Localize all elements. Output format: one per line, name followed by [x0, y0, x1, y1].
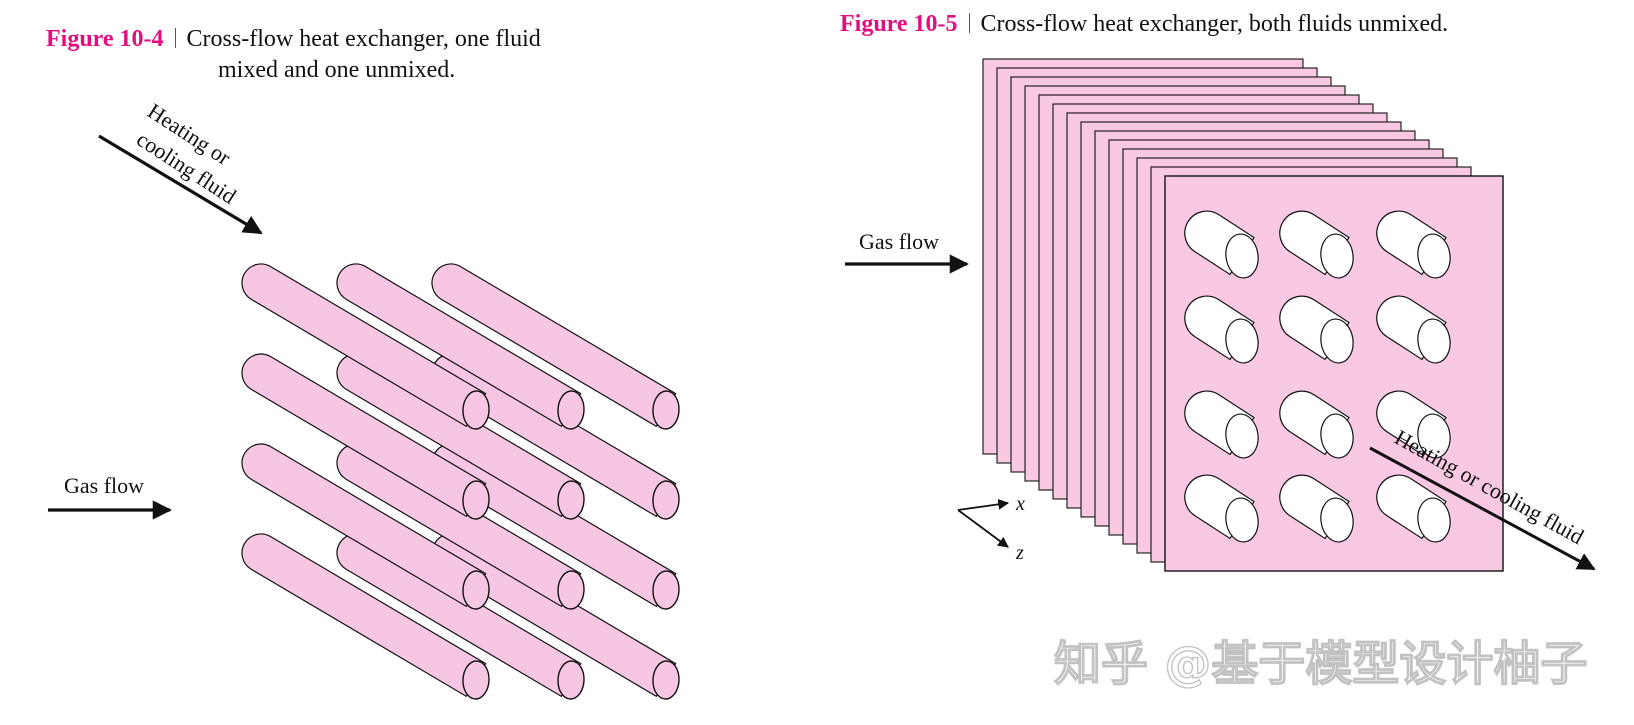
axis-x-arrow	[957, 498, 1010, 511]
tube-end-cap	[462, 570, 490, 610]
caption-text: Cross-flow heat exchanger, both fluids u…	[980, 11, 1449, 37]
watermark: 知乎 @基于模型设计柚子	[1054, 637, 1587, 692]
tube-hole	[1376, 474, 1451, 543]
tube-body	[241, 353, 487, 518]
heating-fluid-arrow	[98, 134, 263, 235]
left-gas-flow-label: Gas flow	[64, 473, 144, 498]
axis-z-arrow	[957, 509, 1009, 548]
caption-line-1: Cross-flow heat exchanger, one fluid	[186, 26, 541, 52]
left-heating-fluid-label: Heating or cooling fluid	[132, 98, 240, 209]
tube	[431, 263, 680, 430]
tube-end-cap	[652, 660, 680, 700]
tube-hole	[1184, 295, 1259, 364]
axis-triad: x z	[957, 493, 1025, 564]
tube	[241, 263, 490, 430]
tube-stub-end	[1417, 497, 1451, 543]
tube-stub-end	[1320, 233, 1354, 279]
tube-hole	[1279, 474, 1354, 543]
tube-stub-end	[1320, 318, 1354, 364]
tube	[241, 443, 490, 610]
tube-hole	[1184, 474, 1259, 543]
tube-end-cap	[557, 390, 585, 430]
tube-stub-end	[1320, 497, 1354, 543]
tube-stub-end	[1417, 233, 1451, 279]
caption-separator	[174, 28, 176, 48]
tube-body	[241, 533, 487, 698]
figure-number: Figure 10-4	[46, 26, 164, 52]
tube	[336, 263, 585, 430]
tube-stub-end	[1225, 233, 1259, 279]
tube-body	[241, 443, 487, 608]
tube-hole	[1376, 390, 1451, 459]
tube-end-cap	[652, 390, 680, 430]
tube-end-cap	[462, 660, 490, 700]
tube-holes	[1184, 210, 1451, 543]
tube-stub-end	[1320, 413, 1354, 459]
tube-bank	[241, 263, 680, 700]
tube-end-cap	[462, 480, 490, 520]
tube-end-cap	[652, 570, 680, 610]
tube-end-cap	[557, 480, 585, 520]
tube-stub-end	[1225, 497, 1259, 543]
tube	[336, 533, 585, 700]
figure-number: Figure 10-5	[840, 11, 958, 37]
tube-stub-end	[1417, 318, 1451, 364]
axis-z-label: z	[1015, 542, 1024, 564]
tube-stub-end	[1225, 318, 1259, 364]
tube-hole	[1184, 390, 1259, 459]
caption-separator	[968, 13, 970, 33]
tube-hole	[1279, 390, 1354, 459]
right-gas-flow-label: Gas flow	[859, 229, 939, 254]
axis-x-label: x	[1015, 493, 1025, 515]
tube-end-cap	[652, 480, 680, 520]
tube-hole	[1184, 210, 1259, 279]
tube-end-cap	[557, 570, 585, 610]
tube-body	[241, 263, 487, 428]
tube	[241, 533, 490, 700]
tube-stub-end	[1225, 413, 1259, 459]
tube	[241, 353, 490, 520]
tube-hole	[1279, 295, 1354, 364]
right-heating-fluid-arrow	[1369, 446, 1596, 571]
figure-10-4-caption: Figure 10-4 Cross-flow heat exchanger, on…	[46, 24, 541, 86]
tube-stub-end	[1417, 413, 1451, 459]
figure-10-5-caption: Figure 10-5 Cross-flow heat exchanger, bo…	[840, 9, 1448, 40]
tube-body	[336, 263, 582, 428]
tube-hole	[1376, 210, 1451, 279]
tube-end-cap	[557, 660, 585, 700]
tube-end-cap	[462, 390, 490, 430]
tube-hole	[1279, 210, 1354, 279]
tube-hole	[1376, 295, 1451, 364]
caption-line-2: mixed and one unmixed.	[218, 57, 456, 83]
tube-body	[431, 263, 677, 428]
